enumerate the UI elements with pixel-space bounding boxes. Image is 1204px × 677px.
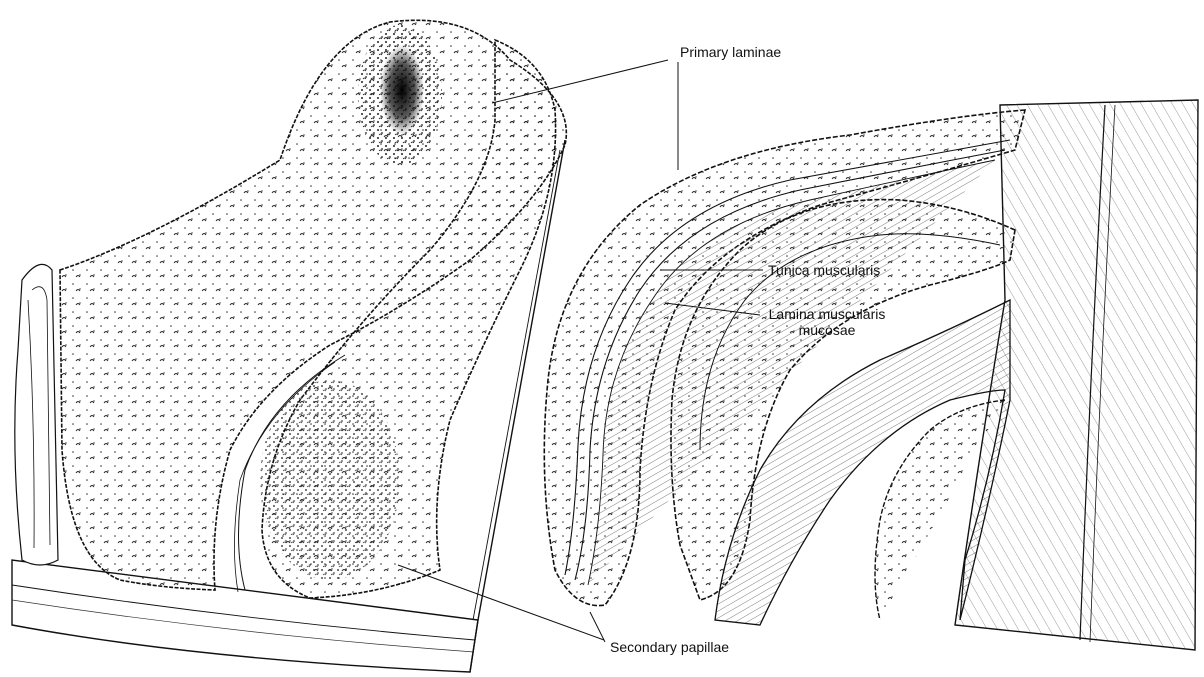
label-tunica-muscularis: Tunica muscularis — [768, 262, 880, 278]
right-tissue-block — [544, 100, 1198, 650]
label-lamina-muscularis: Lamina muscularis mucosae — [763, 306, 891, 338]
left-fold — [15, 264, 58, 565]
label-lamina-muscularis-line2: mucosae — [763, 322, 891, 338]
label-lamina-muscularis-line1: Lamina muscularis — [763, 306, 891, 322]
left-tissue-block — [12, 20, 566, 672]
label-secondary-papillae: Secondary papillae — [610, 639, 729, 655]
label-primary-laminae: Primary laminae — [680, 44, 781, 60]
